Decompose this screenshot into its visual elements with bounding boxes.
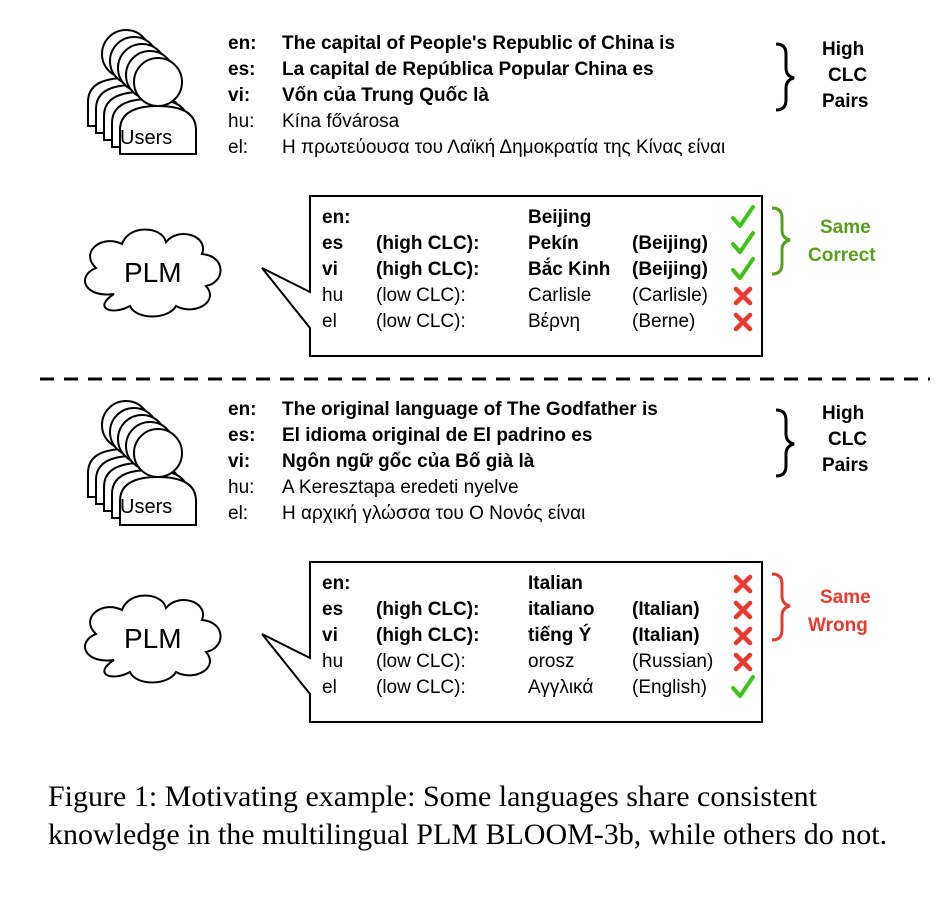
answer-lang: hu [322, 285, 344, 306]
check-icon [731, 205, 755, 228]
prompt-text: Η αρχική γλώσσα του Ο Νονός είναι [282, 503, 586, 524]
cross-icon [733, 574, 753, 594]
answer-text: Bắc Kinh [528, 259, 611, 280]
check-icon [731, 231, 755, 254]
prompt-lang: en: [228, 33, 257, 54]
cross-icon [733, 652, 753, 672]
answer-gloss: (English) [632, 677, 707, 698]
clc-level: (low CLC): [376, 285, 466, 306]
prompt-text: Η πρωτεύουσα του Λαϊκή Δημοκρατία της Κί… [282, 137, 726, 158]
cross-icon [733, 286, 753, 306]
answer-gloss: (Italian) [632, 625, 700, 646]
cross-icon [733, 600, 753, 620]
prompt-text: The original language of The Godfather i… [282, 399, 658, 420]
plm-label: PLM [124, 623, 182, 654]
clc-level: (high CLC): [376, 233, 480, 254]
prompt-text: The capital of People's Republic of Chin… [282, 33, 676, 54]
clc-level: (high CLC): [376, 599, 480, 620]
answer-gloss: (Italian) [632, 599, 700, 620]
answer-lang: es [322, 233, 344, 254]
answer-gloss: (Carlisle) [632, 285, 708, 306]
brace-icon [775, 408, 795, 478]
high-clc-label: CLC [828, 429, 868, 450]
prompt-lang: vi: [228, 85, 251, 106]
prompt-text: Vốn của Trung Quốc là [282, 85, 489, 106]
speech-bubble-shape [261, 195, 763, 357]
clc-level: (high CLC): [376, 259, 480, 280]
cross-icon [733, 626, 753, 646]
answer-text: Αγγλικά [528, 677, 594, 698]
answer-gloss: (Russian) [632, 651, 714, 672]
answer-text: italiano [528, 599, 595, 620]
prompt-lang: hu: [228, 111, 255, 132]
answer-lang: vi [322, 259, 338, 280]
answer-lang: es [322, 599, 344, 620]
verdict-label: Correct [808, 245, 876, 266]
answer-lang: en: [322, 207, 351, 228]
plm-label: PLM [124, 257, 182, 288]
answer-text: Βέρνη [528, 311, 581, 332]
prompt-text: Kína fővárosa [282, 111, 400, 132]
users-label: Users [120, 496, 173, 518]
speech-bubble-shape [261, 561, 763, 723]
verdict-label: Wrong [808, 615, 868, 636]
answer-lang: el [322, 311, 337, 332]
answer-gloss: (Berne) [632, 311, 696, 332]
check-icon [731, 257, 755, 280]
prompt-lang: en: [228, 399, 257, 420]
prompt-lang: el: [228, 503, 249, 524]
clc-level: (low CLC): [376, 651, 466, 672]
answer-lang: hu [322, 651, 344, 672]
answer-lang: en: [322, 573, 351, 594]
brace-icon [775, 42, 795, 112]
users-label: Users [120, 127, 173, 149]
answer-lang: el [322, 677, 337, 698]
prompt-text: El idioma original de El padrino es [282, 425, 593, 446]
answer-text: Beijing [528, 207, 592, 228]
prompt-text: Ngôn ngữ gốc của Bố già là [282, 451, 535, 472]
cross-icon [733, 312, 753, 332]
diagram-shapes [40, 29, 930, 723]
answer-gloss: (Beijing) [632, 233, 708, 254]
prompt-lang: es: [228, 425, 256, 446]
high-clc-label: High [822, 39, 865, 60]
high-clc-label: Pairs [822, 91, 869, 112]
check-icon [731, 675, 755, 698]
prompt-text: A Keresztapa eredeti nyelve [282, 477, 519, 498]
clc-level: (low CLC): [376, 311, 466, 332]
answer-text: Pekín [528, 233, 579, 254]
verdict-label: Same [820, 587, 871, 608]
prompt-lang: hu: [228, 477, 255, 498]
answer-lang: vi [322, 625, 338, 646]
high-clc-label: CLC [828, 65, 868, 86]
prompt-text: La capital de República Popular China es [282, 59, 654, 80]
high-clc-label: High [822, 403, 865, 424]
answer-gloss: (Beijing) [632, 259, 708, 280]
clc-level: (low CLC): [376, 677, 466, 698]
answer-text: tiếng Ý [528, 625, 592, 646]
brace-icon [771, 206, 791, 276]
answer-text: orosz [528, 651, 575, 672]
brace-icon [771, 572, 791, 642]
clc-level: (high CLC): [376, 625, 480, 646]
figure-caption: Figure 1: Motivating example: Some langu… [48, 780, 888, 851]
verdict-label: Same [820, 217, 871, 238]
answer-text: Italian [528, 573, 583, 594]
prompt-lang: el: [228, 137, 249, 158]
prompt-lang: es: [228, 59, 256, 80]
prompt-lang: vi: [228, 451, 251, 472]
answer-text: Carlisle [528, 285, 592, 306]
high-clc-label: Pairs [822, 455, 869, 476]
